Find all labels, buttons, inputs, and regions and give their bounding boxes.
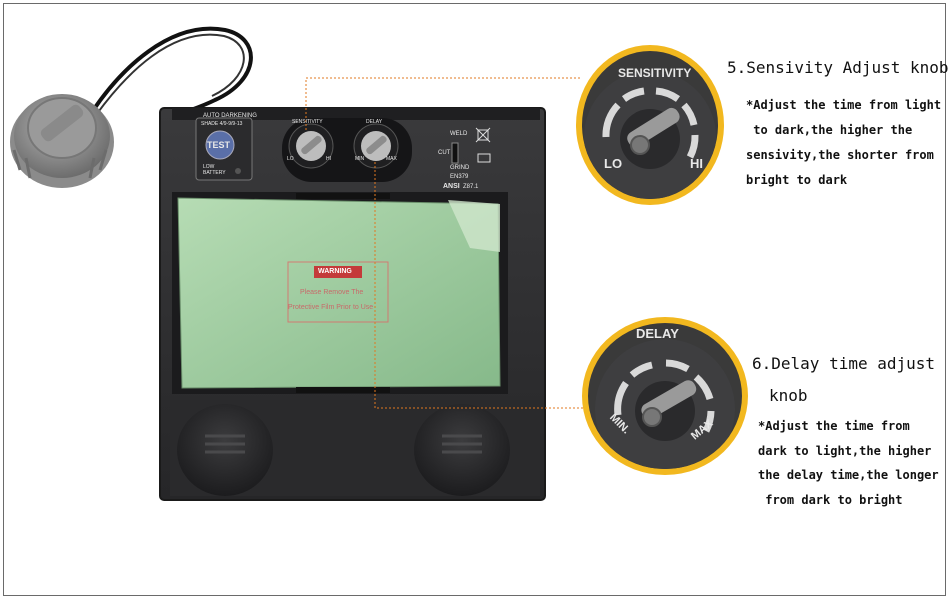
delay-callout-title-1: 6.Delay time adjust bbox=[752, 354, 936, 373]
leader-line-sensitivity bbox=[305, 77, 582, 130]
sensitivity-callout-line: to dark,the higher the bbox=[746, 123, 913, 137]
delay-knob bbox=[353, 123, 399, 169]
remote-knob bbox=[10, 94, 114, 188]
test-button bbox=[205, 130, 235, 160]
sensitivity-hi-label: HI bbox=[326, 156, 331, 162]
remote-cable bbox=[90, 26, 253, 120]
delay-label: DELAY bbox=[366, 119, 383, 125]
delay-zoom bbox=[582, 317, 748, 475]
sensitivity-knob bbox=[288, 123, 334, 169]
delay-callout-line: the delay time,the longer bbox=[758, 468, 939, 482]
leader-line-delay bbox=[374, 162, 586, 409]
lens bbox=[177, 197, 501, 389]
left-pad bbox=[177, 404, 273, 496]
right-pad bbox=[414, 404, 510, 496]
low-battery-label: LOW BATTERY bbox=[203, 164, 226, 176]
zoom-sensitivity-lo: LO bbox=[604, 156, 623, 171]
test-button-label[interactable]: TEST bbox=[207, 140, 231, 150]
mode-switch bbox=[451, 142, 459, 164]
delay-callout-title-2: knob bbox=[769, 386, 808, 405]
cut-label: CUT bbox=[438, 150, 451, 156]
auto-darkening-label: AUTO DARKENING bbox=[203, 113, 257, 119]
sensitivity-callout-title: 5.Sensivity Adjust knob bbox=[727, 58, 949, 77]
sticker-warning: WARNING bbox=[318, 268, 352, 275]
sensitivity-callout-line: sensivity,the shorter from bbox=[746, 148, 934, 162]
warning-sticker bbox=[287, 261, 389, 323]
delay-callout-line: *Adjust the time from bbox=[758, 419, 910, 433]
sticker-line2: Protective Film Prior to Use bbox=[288, 304, 374, 311]
delay-callout-line: dark to light,the higher bbox=[758, 444, 932, 458]
zoom-sensitivity-hi: HI bbox=[690, 156, 703, 171]
sensitivity-lo-label: LO bbox=[287, 156, 294, 162]
zoom-sensitivity-title: SENSITIVITY bbox=[618, 66, 692, 80]
shade-label: SHADE 4/9-9/9-13 bbox=[201, 121, 243, 127]
sensitivity-zoom bbox=[576, 45, 724, 205]
delay-max-label: MAX bbox=[386, 156, 397, 162]
en-label: EN379 bbox=[450, 174, 469, 180]
sensitivity-callout-line: bright to dark bbox=[746, 173, 848, 187]
ansi-label: ANSI bbox=[443, 183, 460, 190]
protective-film-corner bbox=[448, 200, 500, 252]
sticker-line1: Please Remove The bbox=[300, 289, 364, 296]
delay-min-label: MIN bbox=[355, 156, 365, 162]
zoom-delay-title: DELAY bbox=[636, 326, 679, 341]
delay-callout-line: from dark to bright bbox=[758, 493, 903, 507]
sensitivity-callout-line: *Adjust the time from light bbox=[746, 98, 942, 112]
grind-label: GRIND bbox=[450, 165, 470, 171]
weld-label: WELD bbox=[450, 131, 468, 137]
ansi-code-label: Z87.1 bbox=[463, 184, 479, 190]
sensitivity-label: SENSITIVITY bbox=[292, 119, 323, 125]
